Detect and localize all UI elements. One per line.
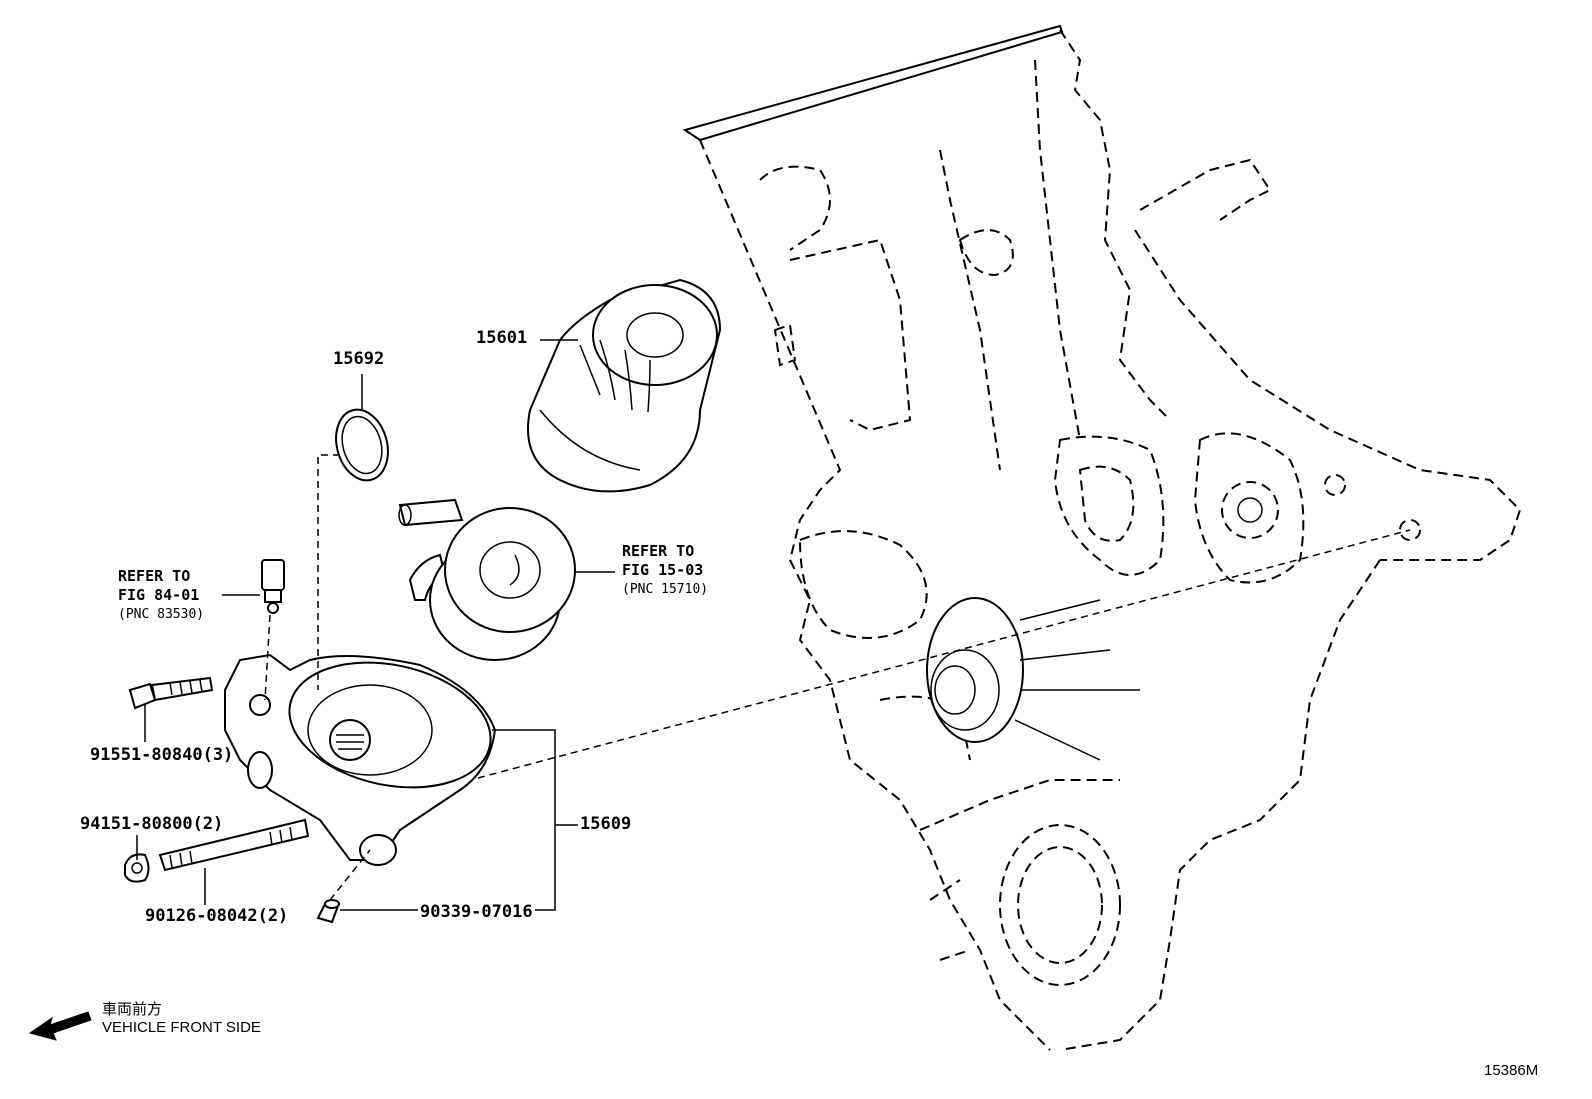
bolt-drawing <box>128 676 214 710</box>
vehicle-front-label-jp: 車両前方 <box>102 1001 163 1018</box>
reference-oil-pressure-switch-line1: REFER TO <box>118 567 191 585</box>
reference-oil-cooler-line2: FIG 15-03 <box>622 561 704 579</box>
reference-oil-cooler-pnc: (PNC 15710) <box>622 582 709 597</box>
oil-cooler-drawing <box>398 498 576 661</box>
oil-filter-bracket-drawing <box>224 653 497 866</box>
stud-drawing <box>158 818 310 872</box>
part-label-oil-filter-bracket[interactable]: 15609 <box>580 814 632 834</box>
pin-drawing <box>316 899 340 924</box>
part-label-oil-filter[interactable]: 15601 <box>476 328 528 348</box>
arrow-left-down-icon <box>28 1011 92 1041</box>
oil-pressure-switch-drawing <box>261 559 285 614</box>
reference-oil-pressure-switch-pnc: (PNC 83530) <box>118 607 205 622</box>
leader-lines <box>136 339 615 911</box>
part-label-pin[interactable]: 90339-07016 <box>420 902 533 922</box>
part-label-stud[interactable]: 90126-08042(2) <box>145 906 289 926</box>
reference-oil-cooler-line1: REFER TO <box>622 542 695 560</box>
timing-chain-cover <box>682 24 1522 1051</box>
nut-drawing <box>124 853 150 883</box>
figure-code: 15386M <box>1484 1062 1539 1079</box>
vehicle-front-indicator: 車両前方 VEHICLE FRONT SIDE <box>102 1001 261 1037</box>
part-label-o-ring[interactable]: 15692 <box>333 349 385 369</box>
reference-oil-cooler[interactable]: REFER TO FIG 15-03 (PNC 15710) <box>622 542 708 599</box>
oil-filter-drawing <box>527 278 722 493</box>
o-ring-drawing <box>335 408 389 482</box>
vehicle-front-label-en: VEHICLE FRONT SIDE <box>102 1019 261 1036</box>
cover-mounting-boss <box>926 597 1140 761</box>
reference-oil-pressure-switch[interactable]: REFER TO FIG 84-01 (PNC 83530) <box>118 567 204 624</box>
part-label-nut[interactable]: 94151-80800(2) <box>80 814 224 834</box>
part-label-bolt[interactable]: 91551-80840(3) <box>90 745 234 765</box>
reference-oil-pressure-switch-line2: FIG 84-01 <box>118 586 200 604</box>
assembly-lines <box>264 454 1411 901</box>
